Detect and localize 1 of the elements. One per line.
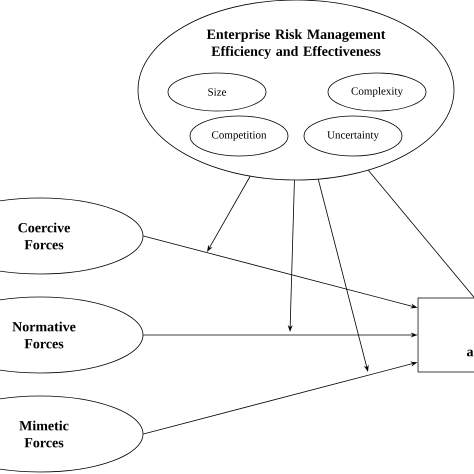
process-box: a [418, 298, 474, 372]
